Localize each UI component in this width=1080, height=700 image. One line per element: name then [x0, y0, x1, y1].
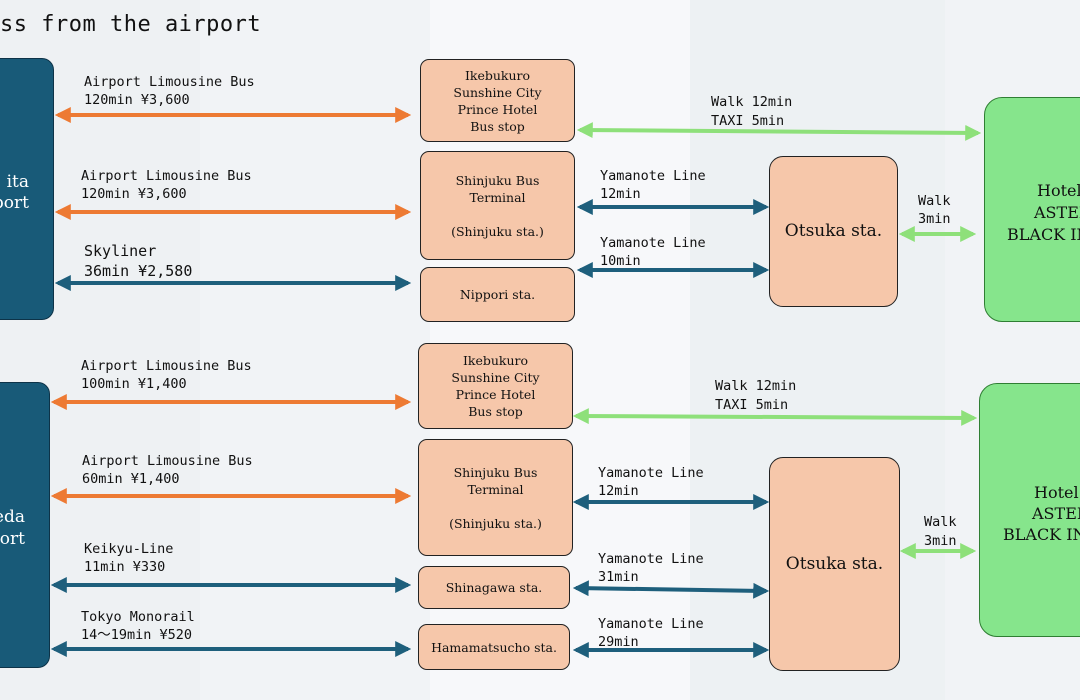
- route-info: 100min ¥1,400: [81, 376, 187, 392]
- airport-name-line: port: [0, 529, 25, 549]
- transfer-label: Yamanote Line: [600, 168, 706, 184]
- transfer-label: Yamanote Line: [598, 551, 704, 567]
- otsuka-station-box: Otsuka sta.: [769, 156, 898, 307]
- stop-text: Ikebukuro: [462, 353, 529, 368]
- transfer-label: 3min: [924, 533, 957, 549]
- haneda-airport-box: eda port: [0, 382, 50, 668]
- transfer-label: 31min: [598, 569, 639, 585]
- transfer-label: 29min: [598, 634, 639, 650]
- stop-text: Prince Hotel: [457, 101, 538, 117]
- stop-shinagawa-box: Shinagawa sta.: [418, 566, 570, 609]
- stop-shinjuku-box: Shinjuku Bus Terminal (Shinjuku sta.): [418, 439, 573, 556]
- transfer-label: Yamanote Line: [598, 465, 704, 481]
- airport-name-line: port: [0, 193, 29, 213]
- route-label: Airport Limousine Bus: [81, 358, 252, 374]
- hotel-name-line: ASTER: [1034, 203, 1080, 222]
- stop-text: Nippori sta.: [459, 287, 536, 302]
- narita-airport-box: ita port: [0, 58, 54, 320]
- transfer-label: Walk 12min: [711, 94, 793, 110]
- stop-text: Ikebukuro: [464, 67, 531, 83]
- stop-text: Prince Hotel: [455, 387, 536, 402]
- hotel-name-line: BLACK IN: [1007, 225, 1080, 244]
- airport-name-line: ita: [6, 172, 29, 192]
- stop-nippori-box: Nippori sta.: [420, 267, 575, 322]
- route-label: Keikyu-Line: [84, 541, 174, 557]
- route-label: Airport Limousine Bus: [82, 453, 253, 469]
- transfer-label: TAXI 5min: [715, 397, 789, 413]
- transfer-label: 3min: [918, 211, 951, 227]
- stop-shinjuku-box: Shinjuku Bus Terminal (Shinjuku sta.): [420, 151, 575, 260]
- otsuka-station-box: Otsuka sta.: [769, 457, 900, 671]
- otsuka-label: Otsuka sta.: [785, 553, 884, 574]
- hotel-box: Hotel ASTER/ BLACK IN: [979, 383, 1080, 637]
- stop-text: Sunshine City: [451, 370, 540, 385]
- hotel-name-line: ASTER/: [1032, 504, 1080, 523]
- stop-text: Bus stop: [470, 118, 525, 134]
- transfer-label: Walk: [918, 193, 951, 209]
- otsuka-label: Otsuka sta.: [784, 221, 883, 241]
- route-info: 120min ¥3,600: [84, 92, 190, 108]
- stop-text: Sunshine City: [453, 84, 542, 100]
- stop-ikebukuro-box: Ikebukuro Sunshine City Prince Hotel Bus…: [420, 59, 575, 142]
- stop-text: Terminal: [469, 189, 526, 205]
- route-label: Tokyo Monorail: [81, 609, 195, 625]
- stop-text: Shinagawa sta.: [445, 580, 543, 595]
- route-label: Airport Limousine Bus: [81, 168, 252, 184]
- route-info: 36min ¥2,580: [84, 262, 193, 280]
- transfer-arrow-walk-taxi: [572, 408, 978, 426]
- stop-text: (Shinjuku sta.): [451, 223, 544, 239]
- airport-name-line: eda: [0, 507, 25, 527]
- route-info: 11min ¥330: [84, 559, 166, 575]
- stop-text: Terminal: [467, 481, 524, 497]
- route-info: 14～19min ¥520: [81, 627, 193, 643]
- transfer-label: 12min: [600, 186, 641, 202]
- transfer-arrow-yamanote: [572, 580, 770, 599]
- transfer-label: 10min: [600, 253, 641, 269]
- transfer-label: 12min: [598, 483, 639, 499]
- route-info: 120min ¥3,600: [81, 186, 187, 202]
- hotel-name-line: Hotel: [1037, 181, 1080, 200]
- transfer-label: Yamanote Line: [600, 235, 706, 251]
- stop-ikebukuro-box: Ikebukuro Sunshine City Prince Hotel Bus…: [418, 343, 573, 429]
- transfer-label: Walk 12min: [715, 378, 797, 394]
- stop-text: (Shinjuku sta.): [449, 515, 542, 531]
- transfer-arrow-walk-taxi: [576, 122, 982, 141]
- transfer-label: TAXI 5min: [711, 113, 785, 129]
- transfer-label: Yamanote Line: [598, 616, 704, 632]
- stop-hamamatsucho-box: Hamamatsucho sta.: [418, 624, 570, 670]
- stop-text: Hamamatsucho sta.: [431, 639, 557, 655]
- route-label: Skyliner: [84, 242, 157, 260]
- hotel-box: Hotel ASTER BLACK IN: [984, 97, 1080, 322]
- stop-text: Shinjuku Bus: [453, 464, 538, 480]
- route-info: 60min ¥1,400: [82, 471, 180, 487]
- stop-text: Bus stop: [468, 404, 523, 419]
- transfer-label: Walk: [924, 514, 957, 530]
- route-label: Airport Limousine Bus: [84, 74, 255, 90]
- page-title: ss from the airport: [0, 12, 262, 37]
- hotel-name-line: BLACK IN: [1003, 525, 1080, 544]
- hotel-name-line: Hotel: [1034, 483, 1079, 502]
- stop-text: Shinjuku Bus: [455, 172, 540, 188]
